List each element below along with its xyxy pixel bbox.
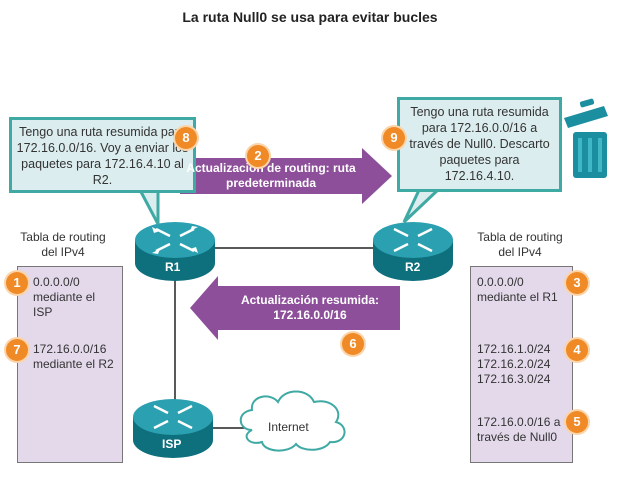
step-badge-4: 4 [566, 339, 588, 361]
step-badge-6: 6 [342, 333, 364, 355]
right-table-entry-default: 0.0.0.0/0 mediante el R1 [477, 275, 558, 304]
callout-left-pointer [137, 188, 160, 225]
router-isp-label: ISP [162, 437, 182, 451]
router-r2-label: R2 [405, 260, 421, 274]
step-badge-1: 1 [6, 272, 28, 294]
step-badge-5: 5 [566, 411, 588, 433]
right-table-entry-null0: 172.16.0.0/16 a través de Null0 [477, 415, 561, 444]
right-table-entry-subnets: 172.16.1.0/24 172.16.2.0/24 172.16.3.0/2… [477, 342, 551, 386]
callout-r2: Tengo una ruta resumida para 172.16.0.0/… [397, 97, 562, 192]
trash-can-icon [564, 98, 608, 178]
internet-label: Internet [268, 420, 309, 434]
step-badge-3: 3 [566, 272, 588, 294]
router-icon-r1 [135, 222, 215, 281]
right-table-heading: Tabla de routing del IPv4 [477, 230, 563, 259]
step-badge-7: 7 [6, 339, 28, 361]
diagram-title: La ruta Null0 se usa para evitar bucles [182, 9, 438, 25]
step-badge-2: 2 [247, 145, 269, 167]
left-table-entry-summary: 172.16.0.0/16 mediante el R2 [33, 342, 114, 371]
left-table-entry-default: 0.0.0.0/0 mediante el ISP [33, 275, 96, 319]
callout-right-pointer [402, 186, 444, 224]
summary-update-arrow [190, 276, 400, 340]
step-badge-9: 9 [383, 127, 405, 149]
callout-r1: Tengo una ruta resumida para 172.16.0.0/… [9, 117, 196, 193]
routing-update-label: Actualización de routing: ruta predeterm… [186, 161, 356, 190]
left-routing-table [17, 266, 123, 463]
right-routing-table [470, 266, 573, 463]
step-badge-8: 8 [175, 127, 197, 149]
router-icon-r2 [373, 222, 453, 281]
router-icon-isp [133, 399, 213, 458]
left-table-heading: Tabla de routing del IPv4 [20, 230, 106, 259]
summary-update-label: Actualización resumida: 172.16.0.0/16 [240, 293, 380, 322]
routing-update-arrow [180, 148, 392, 204]
router-r1-label: R1 [165, 260, 181, 274]
cloud-icon [239, 390, 346, 452]
